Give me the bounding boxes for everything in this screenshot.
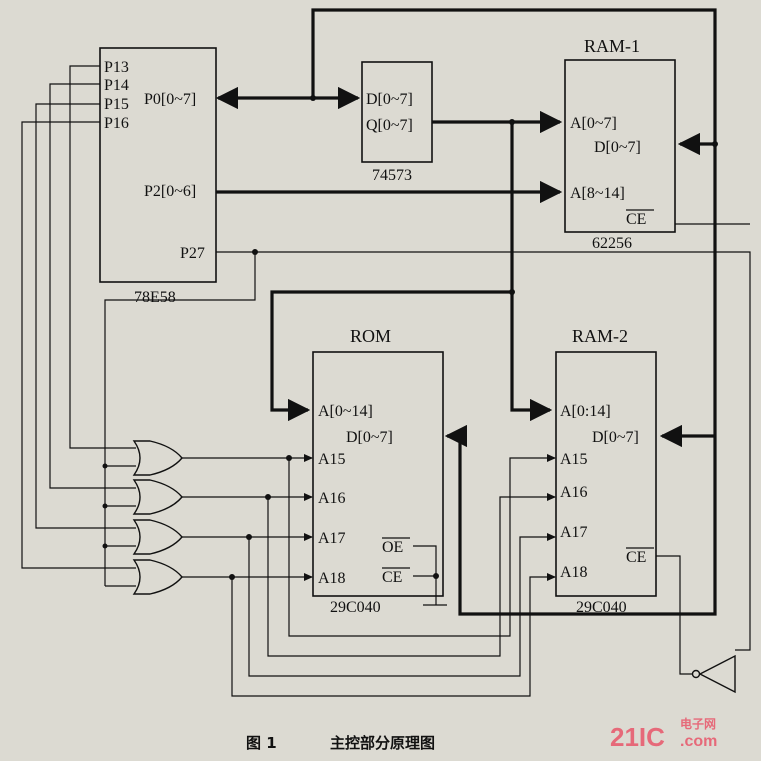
mcu-port-p0: P0[0~7] [144, 91, 196, 108]
ram1-a-hi: A[8~14] [570, 185, 625, 202]
mcu-pin-p27: P27 [180, 245, 205, 262]
ram2-d: D[0~7] [592, 429, 639, 446]
rom-d: D[0~7] [346, 429, 393, 446]
latch-d-label: D[0~7] [366, 91, 413, 108]
ram2-title: RAM-2 [572, 326, 628, 346]
or-gate-1 [132, 440, 183, 476]
mcu-box [99, 47, 217, 283]
rom-a18: A18 [318, 570, 346, 587]
or-gate-4 [132, 559, 183, 595]
ram1-box [564, 59, 676, 233]
input-arrows [304, 454, 556, 581]
watermark-logo: 21IC 电子网 .com [610, 716, 717, 752]
ram1-part: 62256 [592, 235, 632, 252]
mcu-pin-p16: P16 [104, 115, 129, 132]
thick-buses [215, 8, 717, 616]
thin-wires [21, 65, 751, 697]
watermark-domain: .com [680, 733, 717, 750]
mcu-port-p2: P2[0~6] [144, 183, 196, 200]
rom-a: A[0~14] [318, 403, 373, 420]
inverter [691, 654, 736, 694]
ram2-a16: A16 [560, 484, 588, 501]
ram2-ce: CE [626, 549, 646, 566]
mcu-pin-p13: P13 [104, 59, 129, 76]
ram2-a18: A18 [560, 564, 588, 581]
ram2-box [555, 351, 657, 597]
ram1-d: D[0~7] [594, 139, 641, 156]
rom-a15: A15 [318, 451, 346, 468]
rom-ce: CE [382, 569, 402, 586]
or-gate-2 [132, 479, 183, 515]
latch-box [361, 61, 433, 163]
ram2-a17: A17 [560, 524, 588, 541]
rom-part: 29C040 [330, 599, 381, 616]
latch-q-label: Q[0~7] [366, 117, 413, 134]
mcu-pin-p15: P15 [104, 96, 129, 113]
or-gates [132, 440, 183, 595]
ram2-part: 29C040 [576, 599, 627, 616]
watermark-cn: 电子网 [680, 716, 716, 731]
mcu-pin-p14: P14 [104, 77, 129, 94]
mcu-part-name: 78E58 [134, 289, 176, 306]
or-gate-3 [132, 519, 183, 555]
rom-a17: A17 [318, 530, 346, 547]
ram2-a15: A15 [560, 451, 588, 468]
caption-title: 主控部分原理图 [330, 734, 435, 752]
latch-part-name: 74573 [372, 167, 412, 184]
ram2-a: A[0:14] [560, 403, 611, 420]
rom-title: ROM [350, 326, 391, 346]
rom-oe: OE [382, 539, 403, 556]
ram1-a-lo: A[0~7] [570, 115, 617, 132]
ram1-title: RAM-1 [584, 36, 640, 56]
rom-a16: A16 [318, 490, 346, 507]
watermark-brand: 21IC [610, 722, 665, 752]
rom-box [312, 351, 444, 597]
caption-figure-number: 图 1 [246, 734, 277, 752]
ram1-ce: CE [626, 211, 646, 228]
